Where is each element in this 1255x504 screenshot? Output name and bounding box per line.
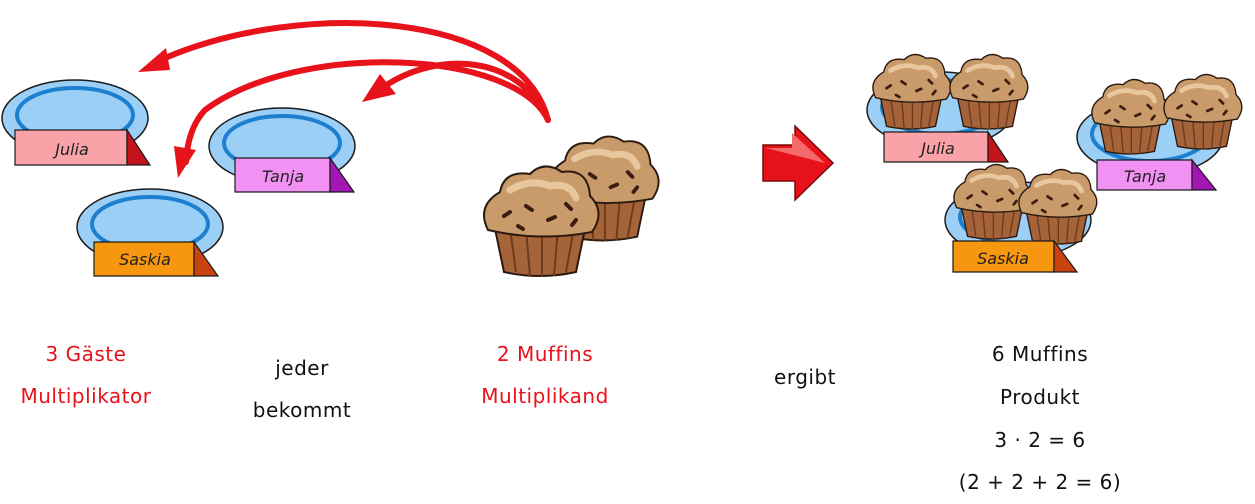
result-name-saskia: Saskia — [977, 249, 1029, 268]
results-in-label: ergibt — [774, 365, 836, 389]
muffins-label: 2 Muffins — [496, 342, 594, 366]
product-label: Produkt — [999, 385, 1081, 409]
plate-julia: Julia — [1, 79, 152, 166]
total-label: 6 Muffins — [991, 342, 1089, 366]
plate-saskia: Saskia — [76, 188, 224, 277]
result-card-julia: Julia — [883, 130, 1010, 163]
name-card-tanja: Tanja — [262, 167, 304, 186]
plate-tanja: Tanja — [208, 107, 356, 193]
guests-label: 3 Gäste — [45, 342, 127, 366]
arrow-heads — [138, 48, 396, 178]
muffin-icon — [484, 136, 659, 277]
result-arrow-icon — [762, 124, 835, 202]
result-card-saskia: Saskia — [952, 239, 1079, 273]
distribution-arrows — [162, 20, 551, 165]
multiplicand-label: Multiplikand — [481, 384, 609, 408]
multiplier-label: Multiplikator — [20, 384, 152, 408]
each-label: jeder — [275, 356, 329, 380]
sum-label: (2 + 2 + 2 = 6) — [958, 470, 1122, 494]
name-card-julia: Julia — [52, 140, 89, 159]
result-card-tanja: Tanja — [1096, 158, 1218, 191]
gets-label: bekommt — [252, 398, 352, 422]
equation-label: 3 · 2 = 6 — [994, 428, 1086, 452]
name-card-saskia: Saskia — [119, 250, 171, 269]
result-name-julia: Julia — [918, 139, 955, 158]
result-name-tanja: Tanja — [1124, 167, 1166, 186]
